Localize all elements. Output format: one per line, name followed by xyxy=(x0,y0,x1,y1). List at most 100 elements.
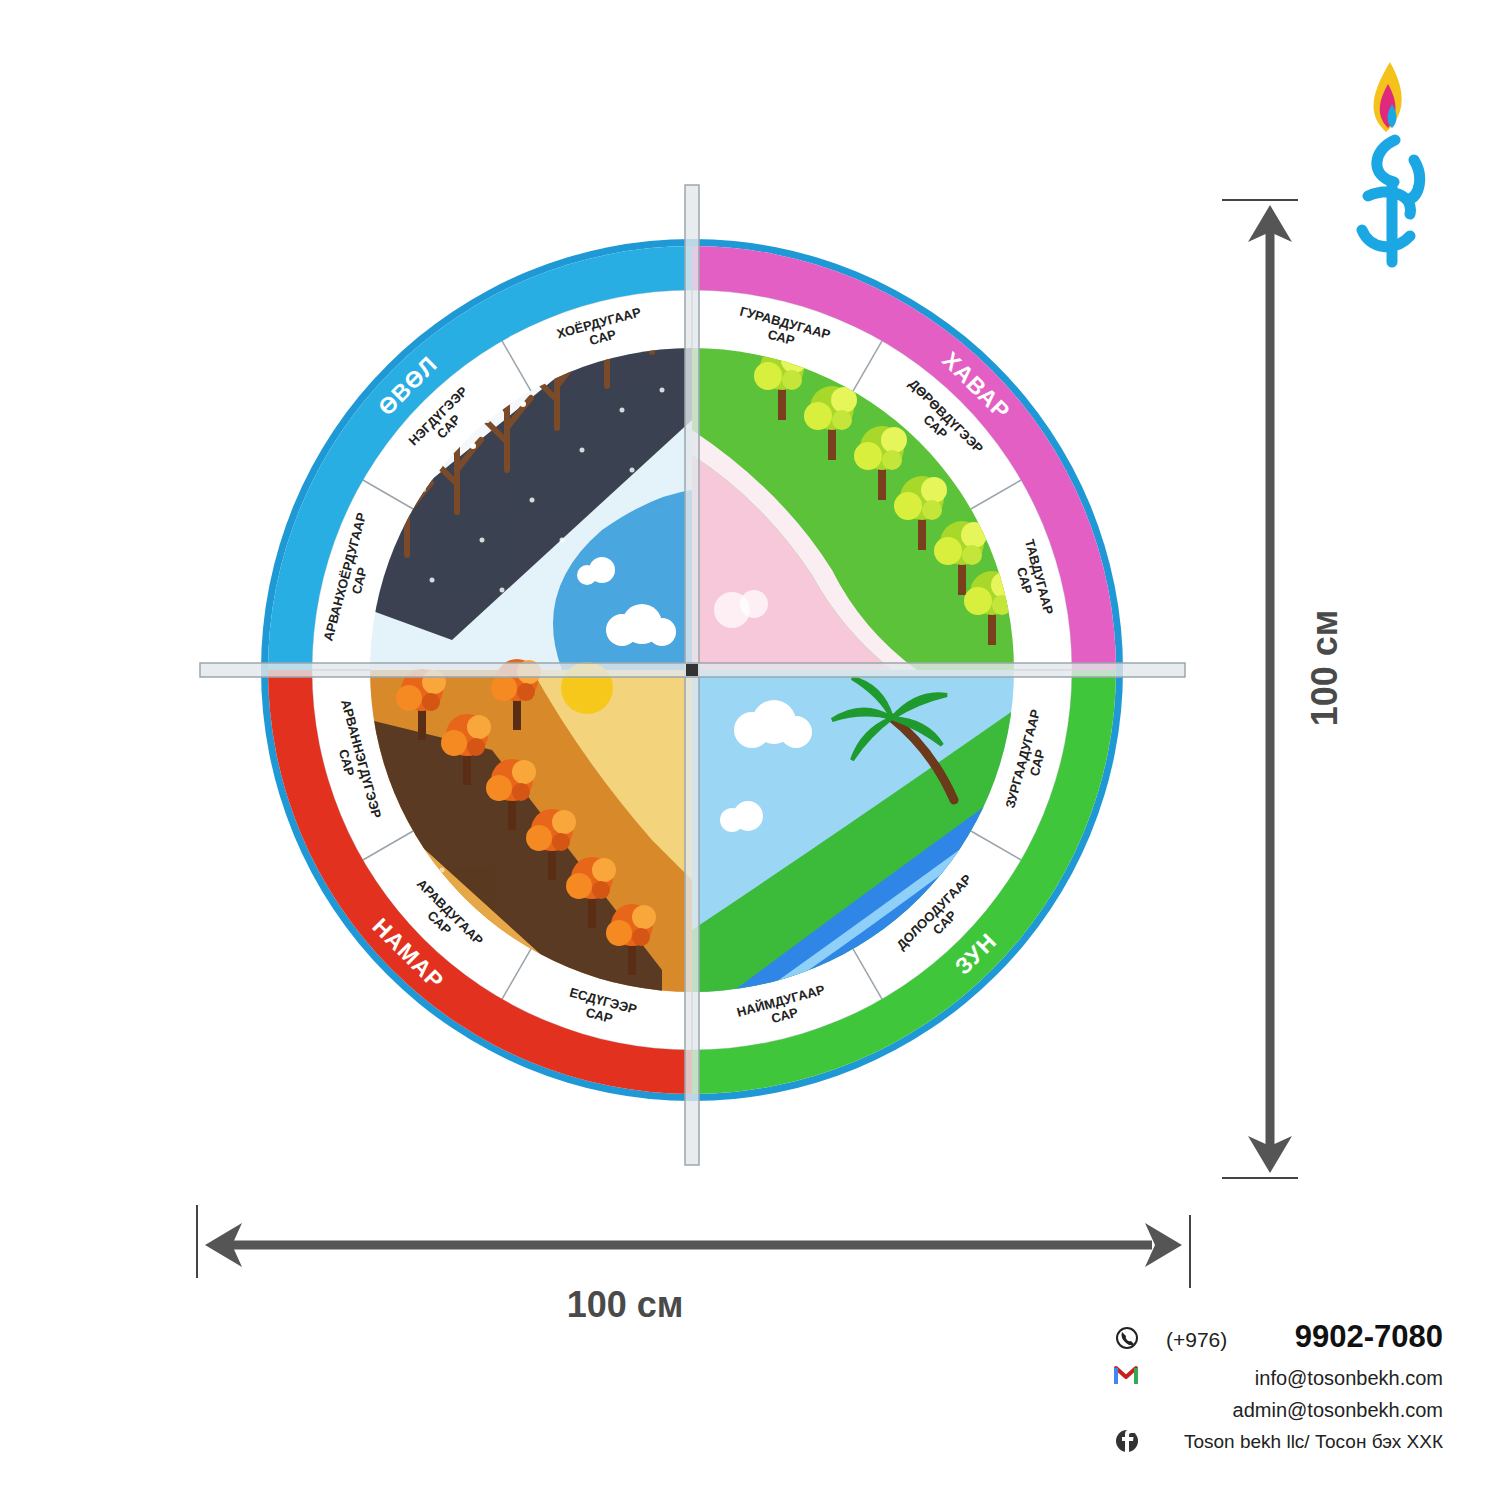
winter-scene-part-part xyxy=(530,498,535,503)
company-logo-part xyxy=(1362,140,1420,262)
winter-scene-part xyxy=(379,475,431,555)
email-address: admin@tosonbekh.com xyxy=(1233,1399,1443,1422)
winter-scene-part-part xyxy=(620,408,625,413)
winter-scene-part xyxy=(370,348,692,640)
cross-sticks-part xyxy=(686,664,698,676)
dimension-arrows-part xyxy=(196,1205,198,1278)
contact-icons-part xyxy=(1116,1430,1138,1452)
dimension-arrows-part xyxy=(1222,199,1298,201)
autumn-scene-part xyxy=(606,904,656,975)
summer-scene-part xyxy=(832,678,947,760)
spring-scene-part xyxy=(804,386,857,460)
summer-scene-part xyxy=(762,810,1014,992)
winter-scene-part xyxy=(529,348,581,428)
autumn-scene-part-part xyxy=(490,928,495,933)
summer-scene-part xyxy=(692,670,1014,992)
dimension-arrows-part xyxy=(1248,205,1292,242)
month-cell: ТАВДУГААР САР xyxy=(1004,536,1058,623)
dimension-label: 100 см xyxy=(1304,610,1346,727)
winter-scene-part-part xyxy=(500,588,505,593)
contact-icons-part xyxy=(1122,1332,1135,1345)
autumn-scene-part xyxy=(441,714,491,785)
spring-scene-part xyxy=(964,571,1017,645)
season-band-arc xyxy=(268,246,692,670)
month-name: ХОЁРДУГААР САР xyxy=(555,305,646,356)
contact-icons-part xyxy=(1116,1368,1136,1384)
winter-scene-part xyxy=(589,557,615,583)
month-name: ТАВДУГААР САР xyxy=(1007,538,1056,620)
month-name: НАЙМДУГААР САР xyxy=(735,983,830,1035)
season-wheel-part-part xyxy=(502,341,531,391)
autumn-scene-part xyxy=(396,669,446,740)
season-wheel-part-part xyxy=(971,831,1021,860)
dimension-arrows-part xyxy=(1189,1215,1191,1288)
winter-scene-part-part xyxy=(480,538,485,543)
winter-scene-part-part xyxy=(630,468,635,473)
dimension-arrows-part xyxy=(1145,1223,1182,1267)
dimension-arrows-part xyxy=(1248,1136,1292,1173)
season-band-arc xyxy=(692,670,1116,1094)
cross-sticks-part xyxy=(200,663,1185,677)
company-logo-part xyxy=(1388,104,1397,128)
company-name: Toson bekh llc/ Тосон бэх ХХК xyxy=(1184,1431,1443,1453)
dimension-arrows-part xyxy=(1222,1177,1298,1179)
label-holder: info@tosonbekh.com xyxy=(1255,1367,1443,1390)
winter-scene-part xyxy=(370,348,592,530)
autumn-scene-part xyxy=(526,809,576,880)
winter-scene-part-part xyxy=(580,448,585,453)
contact-icons-part xyxy=(1117,1328,1137,1348)
company-logo-part xyxy=(1380,84,1396,128)
label-holder: 100 см xyxy=(567,1284,684,1326)
summer-scene-part xyxy=(780,716,812,748)
season-wheel-part-part xyxy=(502,949,531,999)
dimension-arrows-part xyxy=(205,1223,242,1267)
winter-scene-part-part xyxy=(430,578,435,583)
winter-scene-part xyxy=(479,390,531,470)
winter-scene xyxy=(370,272,692,670)
dimension-arrows-part xyxy=(1266,232,1275,1146)
winter-scene-part-part xyxy=(660,388,665,393)
phone-prefix: (+976) xyxy=(1166,1328,1227,1352)
month-name: ГУРАВДУГААР САР xyxy=(734,304,832,357)
spring-scene xyxy=(692,336,1017,670)
spring-scene-part xyxy=(894,476,947,550)
autumn-scene-part xyxy=(566,857,616,928)
season-wheel-part-part xyxy=(363,831,413,860)
autumn-scene-part-part xyxy=(440,868,445,873)
contact-icons-part xyxy=(1114,1368,1118,1384)
contact-icons-part xyxy=(1134,1368,1138,1384)
company-logo-part xyxy=(1374,62,1402,132)
spring-scene-part xyxy=(854,426,907,500)
season-band-arc xyxy=(692,246,1116,670)
label-holder: 100 см xyxy=(1304,610,1346,727)
dimension-arrows xyxy=(197,200,1298,1288)
company-logo xyxy=(1362,62,1420,262)
cross-sticks-part xyxy=(685,185,699,1165)
winter-scene-part xyxy=(648,618,676,646)
label-holder: (+976) xyxy=(1166,1328,1227,1352)
season-wheel-part-part xyxy=(853,949,882,999)
phone-number: 9902-7080 xyxy=(1295,1319,1443,1355)
contact-icons-part xyxy=(1122,1430,1134,1453)
contact-icons xyxy=(1116,1328,1138,1452)
summer-scene-part xyxy=(733,801,763,831)
autumn-scene-part xyxy=(486,759,536,830)
label-holder: admin@tosonbekh.com xyxy=(1233,1399,1443,1422)
season-wheel-part-part xyxy=(363,480,413,509)
winter-scene-part-part xyxy=(560,538,565,543)
season-band-arc xyxy=(268,670,692,1094)
month-cell: ХОЁРДУГААР САР xyxy=(553,303,649,359)
season-wheel-part-part xyxy=(971,480,1021,509)
summer-scene xyxy=(692,670,1014,992)
spring-scene-part xyxy=(754,346,807,420)
summer-scene-part xyxy=(732,785,1014,992)
dimension-label: 100 см xyxy=(567,1284,684,1326)
month-cell: ЕСДҮГЭЭР САР xyxy=(562,983,641,1035)
month-name: ЕСДҮГЭЭР САР xyxy=(564,986,638,1033)
label-holder: Toson bekh llc/ Тосон бэх ХХК xyxy=(1184,1431,1443,1453)
email-address: info@tosonbekh.com xyxy=(1255,1367,1443,1390)
spring-scene-part xyxy=(740,590,768,618)
